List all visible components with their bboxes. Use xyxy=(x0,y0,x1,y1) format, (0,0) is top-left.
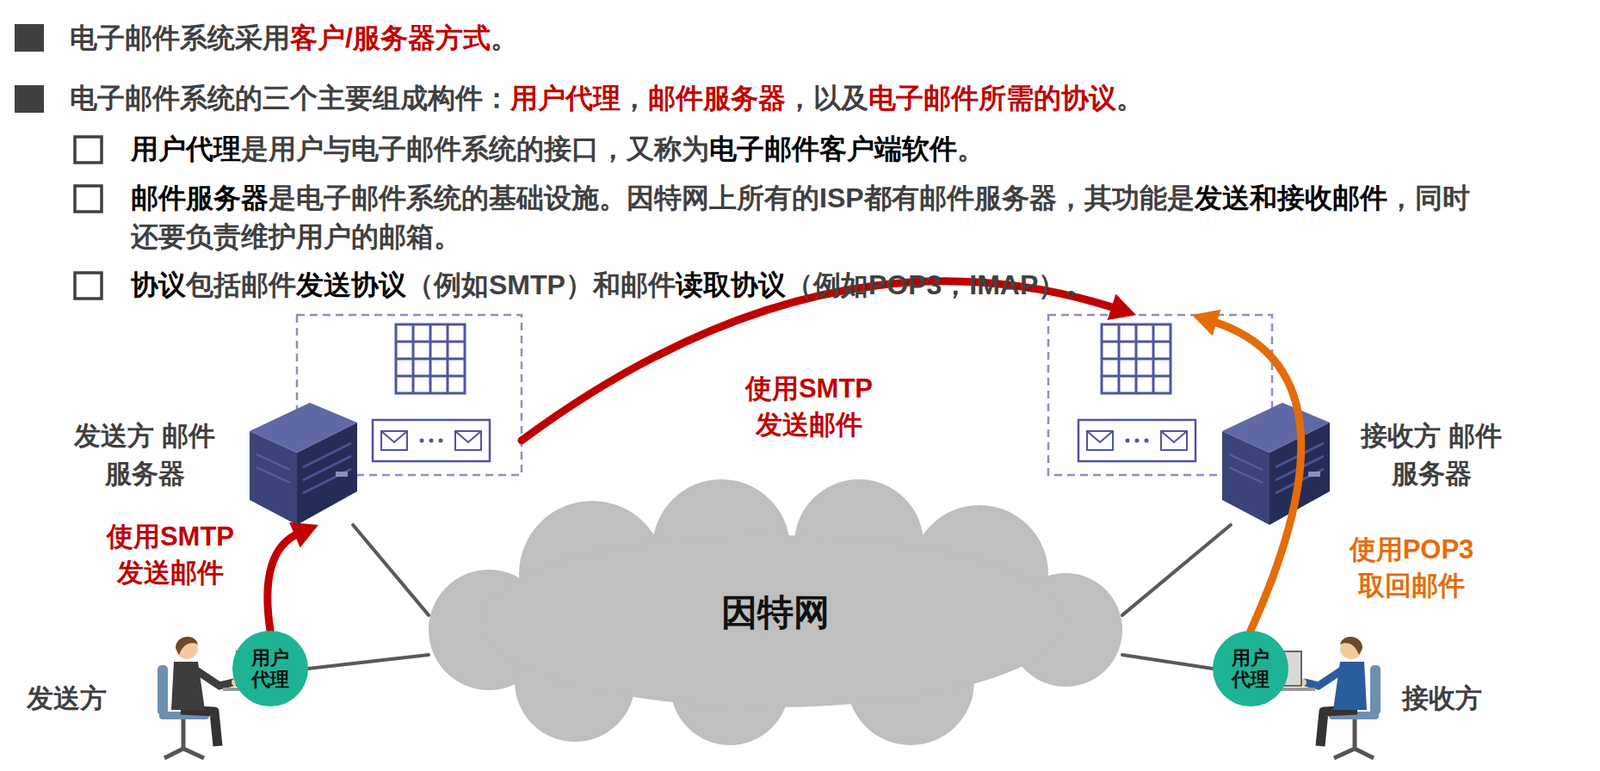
network-link xyxy=(1122,525,1231,616)
keyword-text: 电子邮件客户端软件 xyxy=(709,133,958,165)
keyword-text: 协议 xyxy=(130,269,186,301)
arrowhead xyxy=(1107,294,1137,321)
network-link xyxy=(352,525,429,616)
internet-cloud: 因特网 xyxy=(428,479,1123,746)
agent-text: 用户代理 xyxy=(250,647,291,692)
body-text: （例如SMTP）和邮件 xyxy=(406,269,676,301)
highlight-text: 用户代理 xyxy=(510,82,621,114)
body-text: 。 xyxy=(957,133,985,165)
arrow-curve xyxy=(1211,321,1302,631)
body-text: 电子邮件系统采用 xyxy=(69,22,291,54)
bullet-line: 用户代理是用户与电子邮件系统的接口，又称为电子邮件客户端软件。 xyxy=(130,129,1551,169)
server-label: 发送方 邮件服务器 xyxy=(71,417,218,494)
body-text: ，以及 xyxy=(785,82,869,114)
bullet-line: 邮件服务器是电子邮件系统的基础设施。因特网上所有的ISP都有邮件服务器，其功能是… xyxy=(130,179,1487,257)
arrowhead xyxy=(1192,309,1221,337)
party-label: 发送方 xyxy=(26,680,107,717)
highlight-text: 邮件服务器 xyxy=(648,82,786,114)
edge-label: 使用SMTP 发送邮件 xyxy=(99,518,242,592)
body-text: 是用户与电子邮件系统的接口，又称为 xyxy=(240,133,710,165)
body-text: 包括邮件 xyxy=(185,269,297,301)
network-link xyxy=(308,654,429,669)
keyword-text: 发送和接收邮件 xyxy=(1194,182,1388,214)
body-text: ， xyxy=(620,82,649,114)
keyword-text: 用户代理 xyxy=(130,133,241,165)
highlight-text: 客户/服务器方式 xyxy=(290,22,491,54)
highlight-text: 电子邮件所需的协议 xyxy=(868,82,1117,114)
keyword-text: 发送协议 xyxy=(296,269,407,301)
body-text: 。 xyxy=(490,22,519,54)
user-agent: 用户代理 xyxy=(232,630,309,707)
bullet-line: 协议包括邮件发送协议（例如SMTP）和邮件读取协议（例如POP3，IMAP）。 xyxy=(130,265,1551,305)
arrowhead xyxy=(289,522,319,548)
cloud-text: 因特网 xyxy=(721,588,830,637)
mail-server: 接收方 邮件服务器 xyxy=(1048,315,1329,526)
body-text: 是电子邮件系统的基础设施。因特网上所有的ISP都有邮件服务器，其功能是 xyxy=(268,182,1195,214)
edge-label: 使用SMTP 发送邮件 xyxy=(738,370,881,444)
body-text: （例如POP3，IMAP）。 xyxy=(785,269,1094,301)
edge-label: 使用POP3 取回邮件 xyxy=(1340,531,1483,605)
cloud-puff xyxy=(480,535,1066,708)
keyword-text: 读取协议 xyxy=(675,269,786,301)
keyword-text: 邮件服务器 xyxy=(130,182,269,214)
user-agent: 用户代理 xyxy=(1212,630,1289,707)
body-text: 。 xyxy=(1116,82,1144,114)
arrow-curve xyxy=(267,532,300,631)
network-link xyxy=(1122,654,1213,669)
body-text: 电子邮件系统的三个主要组成构件： xyxy=(69,82,511,114)
bullet-line: 电子邮件系统的三个主要组成构件：用户代理，邮件服务器，以及电子邮件所需的协议。 xyxy=(69,79,1533,118)
party-label: 接收方 xyxy=(1402,680,1483,717)
server-label: 接收方 邮件服务器 xyxy=(1358,417,1505,494)
agent-text: 用户代理 xyxy=(1230,647,1271,692)
bullet-line: 电子邮件系统采用客户/服务器方式。 xyxy=(69,18,1533,58)
mail-server: 发送方 邮件服务器 xyxy=(249,315,522,526)
